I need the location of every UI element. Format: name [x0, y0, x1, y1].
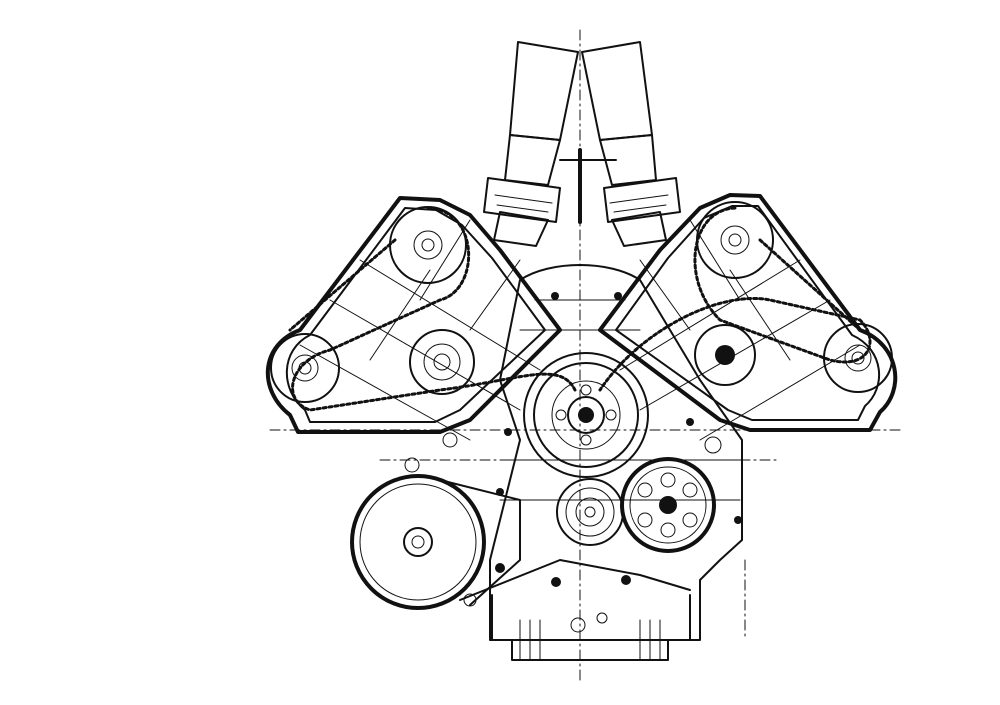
camshaft-sprocket-right-bottom — [823, 323, 893, 393]
intake-trumpet-left — [483, 41, 579, 247]
construction-lines — [269, 429, 901, 641]
crank-pulley — [556, 478, 624, 546]
timing-chain-left — [288, 206, 577, 412]
front-cover-outline — [489, 264, 743, 641]
idler-sprocket-right — [694, 324, 756, 386]
alternator-bracket — [459, 559, 691, 607]
cylinder-head-left — [265, 196, 562, 441]
camshaft-sprocket-left-top — [389, 206, 467, 284]
alternator — [350, 474, 521, 610]
oil-pump-gear — [620, 457, 716, 553]
fasteners — [404, 292, 742, 524]
oil-sump — [491, 594, 691, 661]
timing-chain-right — [598, 206, 872, 392]
camshaft-sprocket-right-top — [696, 201, 774, 279]
intake-trumpet-right — [581, 41, 681, 247]
camshaft-sprocket-left-bottom — [270, 333, 340, 403]
crankshaft-sprocket — [523, 352, 649, 478]
idler-sprocket-left — [409, 329, 475, 395]
